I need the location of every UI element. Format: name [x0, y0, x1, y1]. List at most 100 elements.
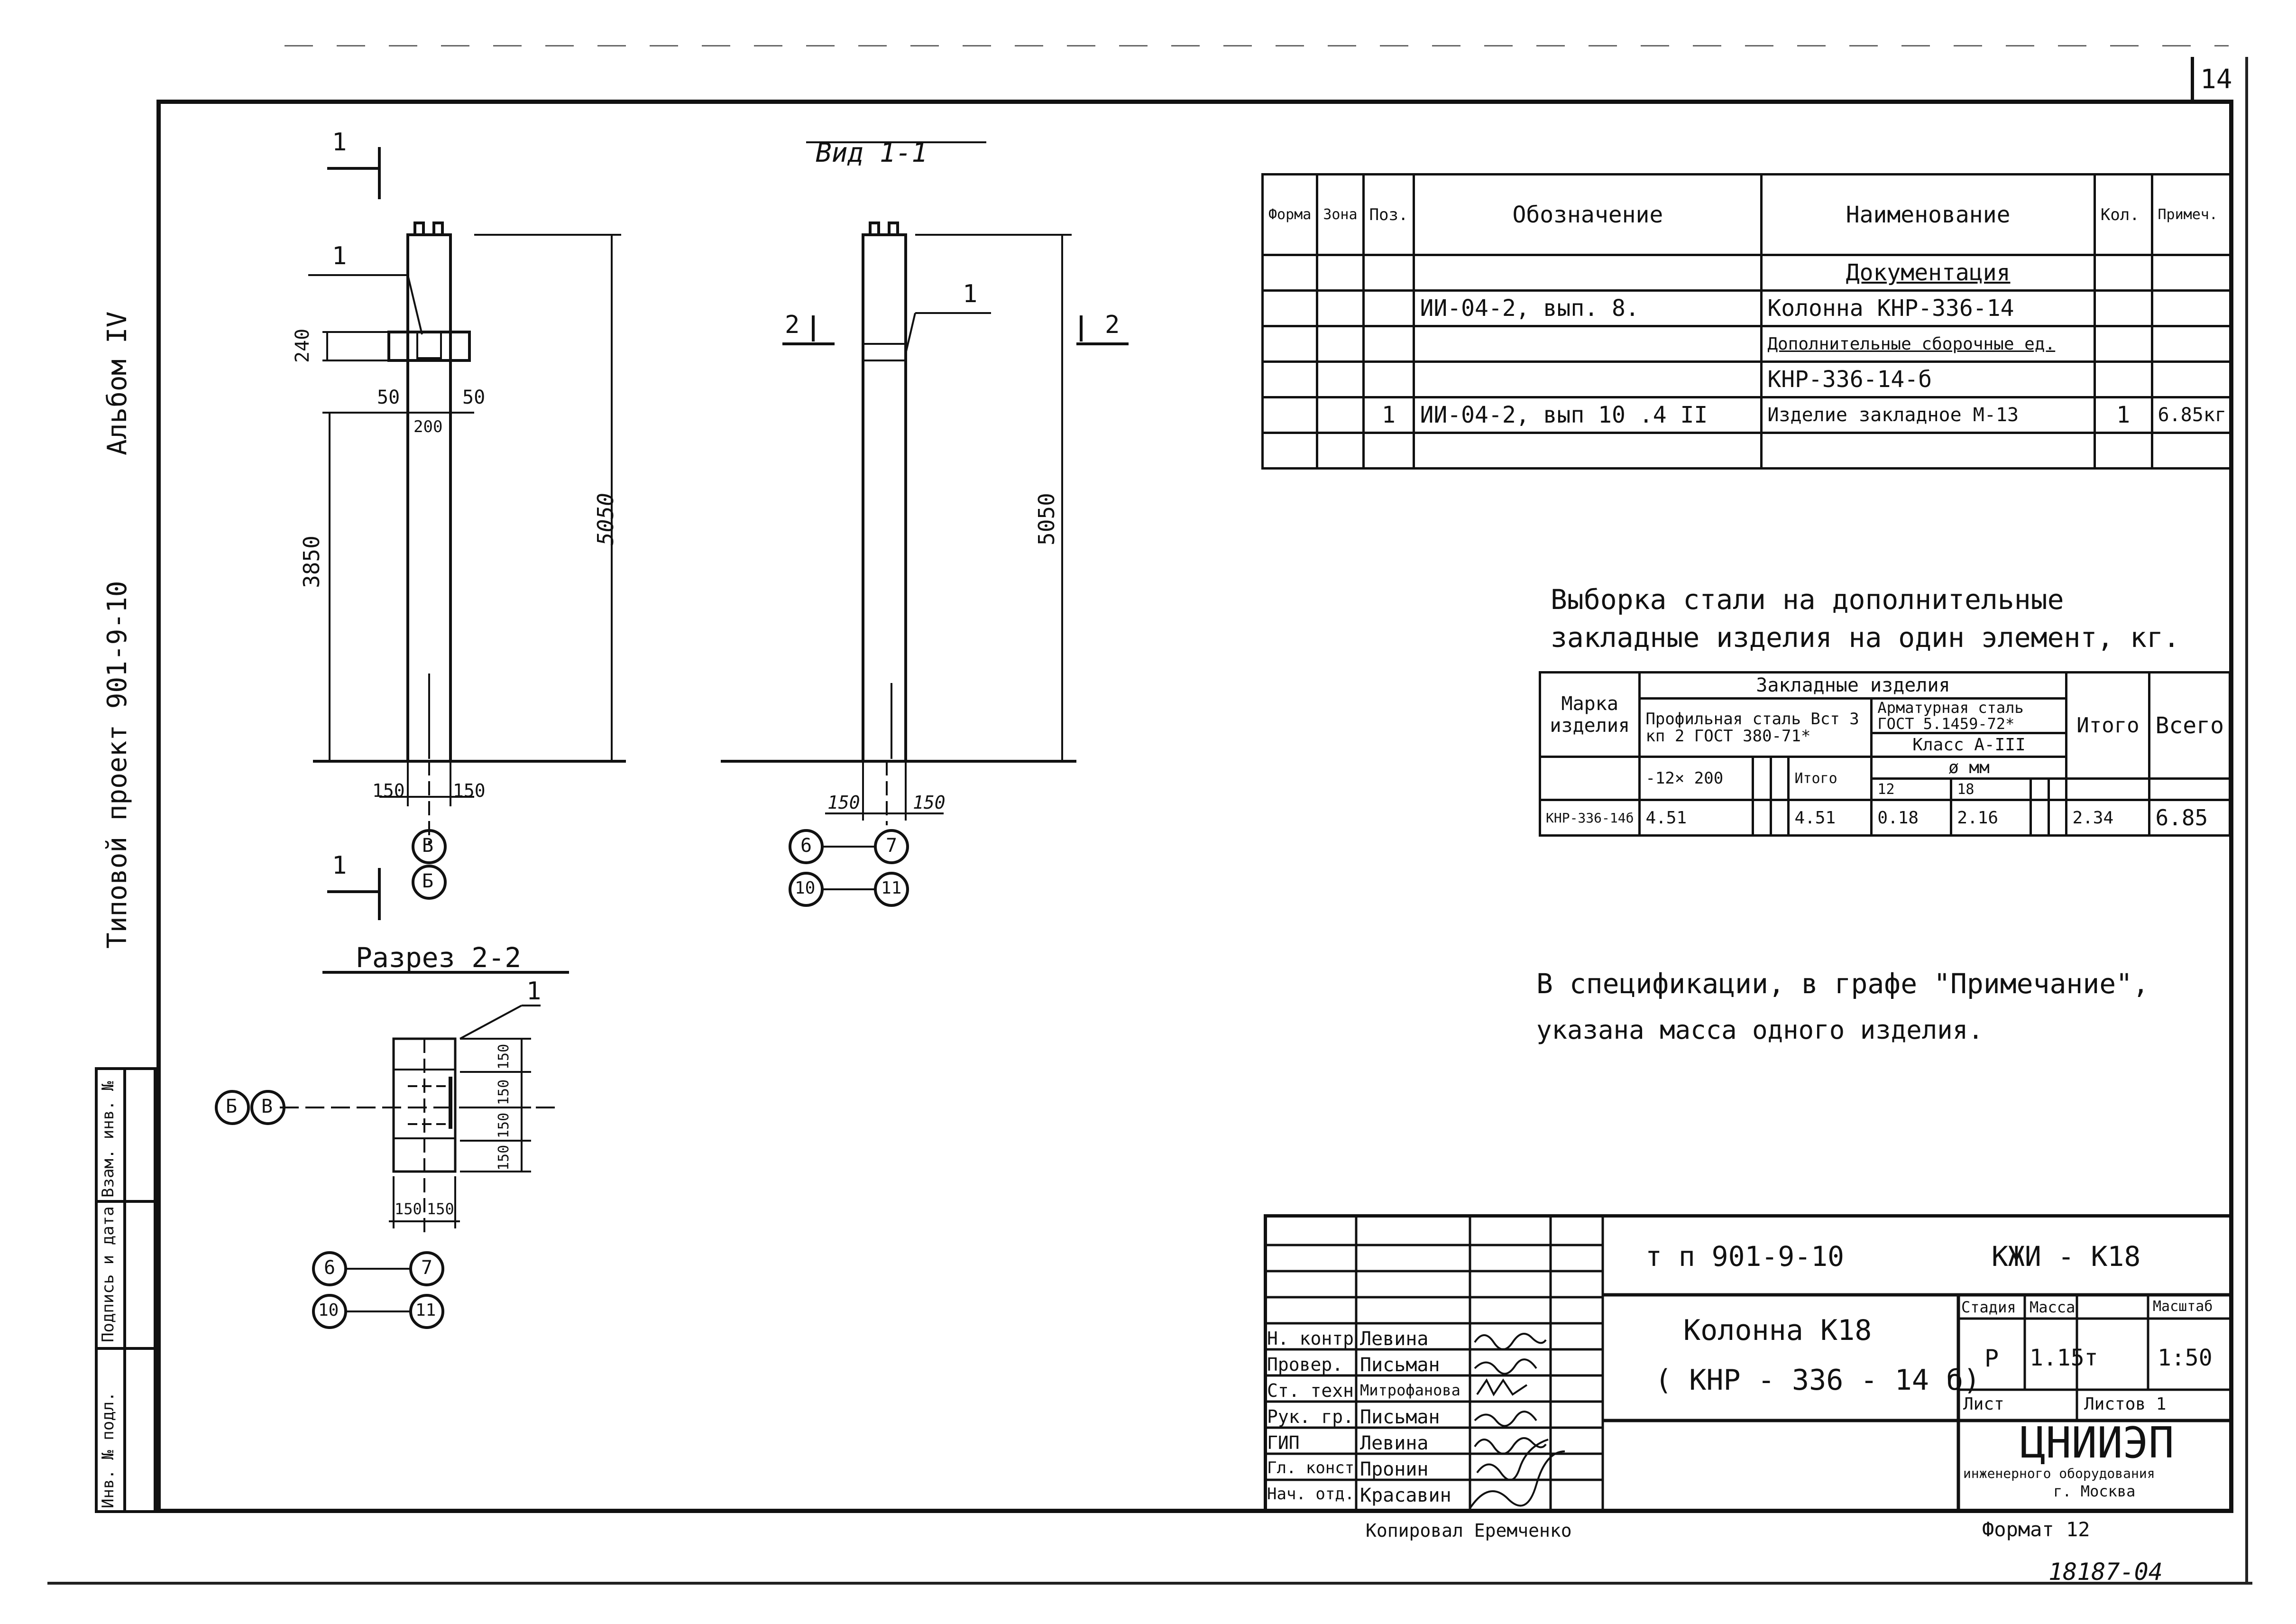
spec-h-naim: Наименование [1760, 173, 2096, 256]
tb-name-0: Левина [1360, 1328, 1429, 1350]
dim-150-c: 150 [827, 792, 860, 813]
spec-h-poz: Поз. [1362, 173, 1415, 256]
steel-r-pi: 4.51 [1787, 799, 1873, 837]
tb-sheets-h: Листов 1 [2084, 1394, 2167, 1414]
axis-7-sec: 7 [421, 1257, 433, 1279]
steel-table: Марка изделия Закладные изделия Итого Вс… [1538, 671, 2231, 837]
steel-h-vsego: Всего [2148, 671, 2231, 780]
spec-h-oboz: Обозначение [1413, 173, 1763, 256]
tb-project: т п 901-9-10 [1645, 1240, 1845, 1273]
spec-r4-prim: 6.85кг [2150, 396, 2233, 434]
axis-b-elev: Б [422, 870, 434, 892]
axis-11-sec: 11 [415, 1301, 436, 1320]
callout-1-d: 1 [963, 280, 978, 308]
tb-name-3: Письман [1360, 1406, 1440, 1428]
axis-v-sec: В [261, 1096, 273, 1117]
steel-h-plate: -12× 200 [1638, 756, 1754, 801]
title-block [1264, 1214, 2233, 1513]
spec-table: Форма Зона Поз. Обозначение Наименование… [1261, 173, 2233, 470]
spec-row: КНР-336-14-б [1261, 360, 2233, 398]
tb-role-3: Рук. гр. [1267, 1406, 1354, 1427]
steel-r-mark: КНР-336-14б [1538, 799, 1641, 837]
axis-b-sec: Б [226, 1096, 238, 1117]
tb-role-4: ГИП [1267, 1432, 1300, 1453]
tb-org: ЦНИИЭП [2020, 1418, 2175, 1468]
spec-row: Дополнительные сборочные ед. [1261, 325, 2233, 363]
steel-data-row: КНР-336-14б 4.51 4.51 0.18 2.16 2.34 6.8… [1538, 799, 2231, 837]
tb-scale: 1:50 [2158, 1345, 2213, 1371]
callout-1-e: 1 [526, 977, 542, 1006]
steel-title-1: Выборка стали на дополнительные [1551, 583, 2064, 616]
note-line-1: В спецификации, в графе "Примечание", [1536, 968, 2149, 1000]
tb-code: КЖИ - К18 [1992, 1240, 2141, 1273]
steel-h-d12: 12 [1870, 777, 1953, 801]
tb-mass: 1.15т [2030, 1345, 2098, 1371]
spec-r4-naim: Изделие закладное М-13 [1760, 396, 2096, 434]
sec-dim-150-e: 150 [395, 1200, 422, 1218]
axis-6-sec: 6 [324, 1257, 336, 1279]
callout-1-a: 1 [332, 128, 347, 157]
steel-h-klass: Класс А-III [1870, 732, 2068, 758]
spec-h-prim: Примеч. [2150, 173, 2233, 256]
callout-2-a: 2 [785, 311, 800, 339]
dim-50-right: 50 [462, 387, 486, 408]
axis-11-side: 11 [881, 878, 902, 898]
spec-row: 1 ИИ-04-2, вып 10 .4 II Изделие закладно… [1261, 396, 2233, 434]
spec-r1-oboz: ИИ-04-2, вып. 8. [1413, 289, 1763, 327]
callout-1-c: 1 [332, 242, 347, 270]
tb-role-6: Нач. отд. [1267, 1485, 1355, 1504]
steel-r-a12: 0.18 [1870, 799, 1953, 837]
steel-title-2: закладные изделия на один элемент, кг. [1551, 621, 2180, 654]
spec-header-row: Форма Зона Поз. Обозначение Наименование… [1261, 173, 2233, 256]
drawing-frame [156, 100, 2233, 1513]
axis-6-side: 6 [800, 835, 812, 857]
steel-r-vs: 6.85 [2148, 799, 2231, 837]
tb-name-4: Левина [1360, 1432, 1429, 1454]
section-title: Разрез 2-2 [356, 941, 522, 974]
steel-r-p: 4.51 [1638, 799, 1754, 837]
sheet-number-box [2191, 57, 2233, 102]
tb-role-0: Н. контр [1267, 1328, 1354, 1349]
tb-scale-h: Масштаб [2153, 1298, 2213, 1315]
tb-role-1: Провер. [1267, 1354, 1343, 1375]
note-line-2: указана масса одного изделия. [1536, 1015, 1984, 1045]
spec-r4-oboz: ИИ-04-2, вып 10 .4 II [1413, 396, 1763, 434]
steel-h-marka: Марка изделия [1538, 671, 1641, 758]
tb-name1: Колонна К18 [1683, 1314, 1872, 1347]
spec-h-zona: Зона [1316, 173, 1365, 256]
tb-name2: ( КНР - 336 - 14 б) [1655, 1364, 1981, 1397]
tb-name-6: Красавин [1360, 1485, 1451, 1506]
spec-row [1261, 432, 2233, 470]
spec-h-forma: Форма [1261, 173, 1319, 256]
tb-org3: г. Москва [2053, 1482, 2136, 1500]
spec-row: ИИ-04-2, вып. 8. Колонна КНР-336-14 [1261, 289, 2233, 327]
spec-r4-poz: 1 [1362, 396, 1415, 434]
sec-dim-150-f: 150 [427, 1200, 454, 1218]
tb-role-2: Ст. техн [1267, 1380, 1354, 1401]
tb-stage: Р [1984, 1345, 1999, 1372]
spec-r4-kol: 1 [2093, 396, 2153, 434]
axis-10-sec: 10 [318, 1301, 339, 1320]
spec-row: Документация [1261, 254, 2233, 292]
axis-v-elev: В [422, 835, 434, 857]
tb-role-5: Гл. конст [1267, 1458, 1355, 1477]
axis-7-side: 7 [886, 835, 898, 857]
format-label: Формат 12 [1982, 1518, 2090, 1541]
spec-r1-naim: Колонна КНР-336-14 [1760, 289, 2096, 327]
tb-name-1: Письман [1360, 1354, 1440, 1376]
steel-h-d18: 18 [1950, 777, 2032, 801]
spec-r3-naim: КНР-336-14-б [1760, 360, 2096, 398]
top-edge-line [285, 45, 2229, 46]
bottom-edge-line [47, 1582, 2252, 1585]
tb-stage-h: Стадия [1961, 1298, 2016, 1316]
tb-name-2: Митрофанова [1360, 1381, 1460, 1399]
dim-200: 200 [413, 417, 443, 436]
copied-by: Копировал Еремченко [1366, 1520, 1572, 1541]
dim-150-b: 150 [453, 780, 486, 801]
column-elevation [308, 147, 626, 920]
spec-h-kol: Кол. [2093, 173, 2153, 256]
left-stamp-divider [123, 1067, 126, 1513]
dim-50-left: 50 [377, 387, 400, 408]
